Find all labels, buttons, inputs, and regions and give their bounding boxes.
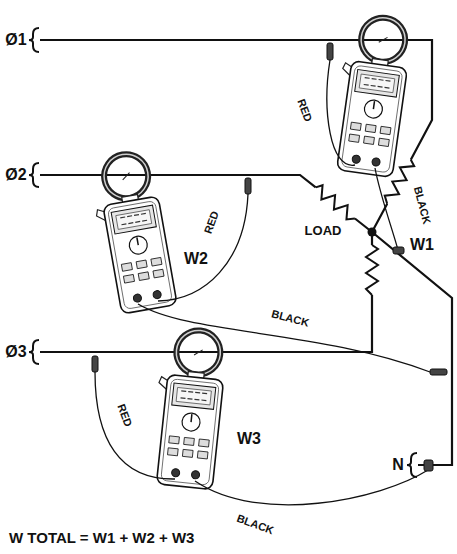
alligator-clip: [430, 369, 447, 375]
lead-color-label: BLACK: [411, 184, 434, 226]
resistor-symbol: [312, 183, 359, 223]
phase-label: Ø2: [4, 166, 27, 184]
test-lead: [327, 60, 355, 165]
test-lead: [158, 194, 248, 301]
alligator-clip: [92, 356, 98, 372]
alligator-clip: [92, 43, 447, 471]
clamp-meter: [87, 150, 177, 316]
clamp-meter: [148, 327, 228, 490]
test-lead: [138, 304, 430, 372]
lead-color-label: RED: [295, 96, 316, 124]
break-mark: [29, 28, 39, 52]
test-lead: [375, 168, 398, 250]
phase-label: Ø3: [4, 343, 27, 361]
formula: W TOTAL = W1 + W2 + W3: [8, 529, 195, 546]
alligator-clip: [327, 43, 333, 60]
lead-color-label: RED: [202, 208, 223, 236]
test-lead: [95, 372, 175, 479]
lead-color-label: BLACK: [269, 307, 311, 330]
lead-color-label: RED: [115, 401, 136, 429]
neutral-label: N: [391, 456, 405, 474]
meter-label: W1: [409, 236, 435, 254]
break-mark: [407, 453, 417, 477]
test-lead: [95, 60, 430, 505]
neutral-wire: [372, 232, 452, 465]
test-lead: [195, 470, 428, 505]
phase-label: Ø1: [4, 31, 27, 49]
meter-label: W2: [183, 250, 209, 268]
clamp-meter: [329, 13, 414, 177]
star-point: [368, 228, 377, 237]
lead-color-label: BLACK: [234, 511, 276, 537]
alligator-clip: [393, 247, 404, 254]
load-label: LOAD: [304, 224, 343, 239]
break-mark: [29, 340, 39, 364]
break-mark: [29, 163, 39, 187]
meter-label: W3: [236, 430, 262, 448]
alligator-clip: [424, 460, 433, 471]
alligator-clip: [245, 178, 251, 194]
resistor-symbol: [366, 245, 378, 295]
